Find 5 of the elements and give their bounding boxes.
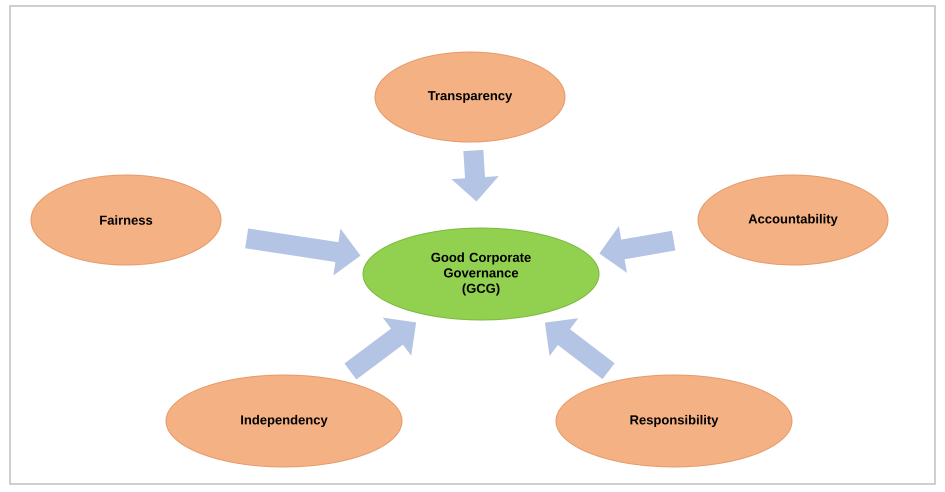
- ellipse-node: Accountability: [698, 174, 888, 266]
- ellipse-node: Independency: [166, 374, 402, 468]
- ellipse-node: Fairness: [30, 174, 222, 266]
- ellipse-node: Transparency: [374, 52, 566, 142]
- ellipse-node: Responsibility: [556, 374, 792, 468]
